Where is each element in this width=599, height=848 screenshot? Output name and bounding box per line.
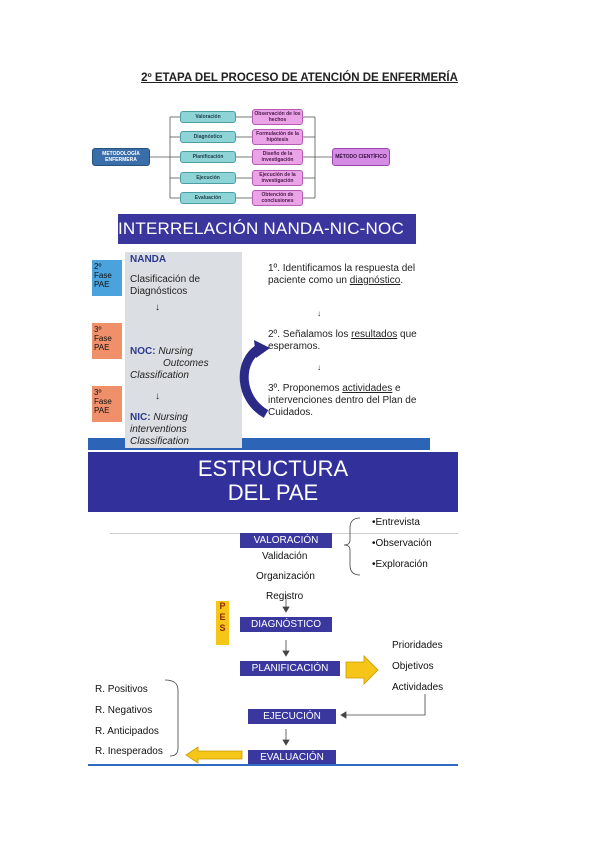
plan-item: Prioridades (392, 640, 443, 651)
nanda-step-3: 3º. Proponemos actividades e intervencio… (268, 383, 417, 418)
nanda-step-2: 2º. Señalamos los resultados que esperam… (268, 329, 417, 352)
step-ejecucion: Ejecución (180, 172, 236, 184)
estructura-title-2: DEL PAE (227, 480, 319, 505)
fase-badge-3b: 3º Fase PAE (92, 386, 122, 422)
metodo-cientifico-box: MÉTODO CIENTÍFICO (332, 148, 390, 166)
estructura-title-1: ESTRUCTURA (197, 456, 349, 481)
fase-badge-3a: 3º Fase PAE (92, 323, 122, 359)
sci-step-formulacion: Formulación de la hipótesis (252, 129, 303, 145)
valoracion-item: •Entrevista (372, 517, 420, 528)
valoracion-item: •Exploración (372, 559, 428, 570)
arrow-down-icon: ↓ (317, 363, 321, 372)
estructura-banner (88, 452, 458, 512)
ejecucion-box: EJECUCIÓN (248, 709, 336, 724)
arrow-down-icon: ↓ (155, 302, 160, 313)
curved-arrow-icon (239, 340, 270, 418)
pes-badge: P E S (216, 601, 229, 645)
noc-block: NOC: Nursing (130, 346, 193, 357)
nanda-description: Clasificación de Diagnósticos (130, 274, 201, 297)
step-planificacion: Planificación (180, 151, 236, 163)
plan-item: Objetivos (392, 661, 434, 672)
eval-item: R. Negativos (95, 705, 153, 716)
page-title: 2º ETAPA DEL PROCESO DE ATENCIÓN DE ENFE… (141, 72, 458, 84)
step-evaluacion: Evaluación (180, 192, 236, 204)
nanda-step-1: 1º. Identificamos la respuesta del pacie… (268, 263, 416, 286)
evaluacion-box: EVALUACIÓN (248, 750, 336, 765)
valoracion-item: •Observación (372, 538, 432, 549)
nanda-column (125, 252, 242, 448)
valoracion-box: VALORACIÓN (240, 533, 332, 548)
sci-step-ejecucion: Ejecución de la investigación (252, 170, 303, 186)
planificacion-box: PLANIFICACIÓN (240, 661, 340, 676)
sci-step-diseno: Diseño de la investigación (252, 149, 303, 165)
sci-step-obtencion: Obtención de conclusiones (252, 190, 303, 206)
eval-item: R. Positivos (95, 684, 148, 695)
diagnostico-box: DIAGNÓSTICO (240, 617, 332, 632)
metodologia-enfermera-box: METODOLOGÍA ENFERMERA (92, 148, 150, 166)
methodology-connectors (150, 116, 332, 199)
arrow-down-icon: ↓ (155, 391, 160, 402)
eval-item: R. Anticipados (95, 726, 159, 737)
estructura-connectors (164, 517, 426, 764)
nic-block: NIC: Nursing (130, 412, 188, 423)
plan-item: Actividades (392, 682, 444, 693)
nanda-label: NANDA (130, 254, 167, 265)
arrow-down-icon: ↓ (317, 309, 321, 318)
step-diagnostico: Diagnóstico (180, 131, 236, 143)
eval-item: R. Inesperados (95, 746, 163, 757)
nanda-header-title: INTERRELACIÓN NANDA-NIC-NOC (118, 219, 404, 238)
step-valoracion: Valoración (180, 111, 236, 123)
sci-step-observacion: Observación de los hechos (252, 109, 303, 125)
nanda-header-band (118, 214, 416, 244)
fase-badge-2: 2º Fase PAE (92, 260, 122, 296)
